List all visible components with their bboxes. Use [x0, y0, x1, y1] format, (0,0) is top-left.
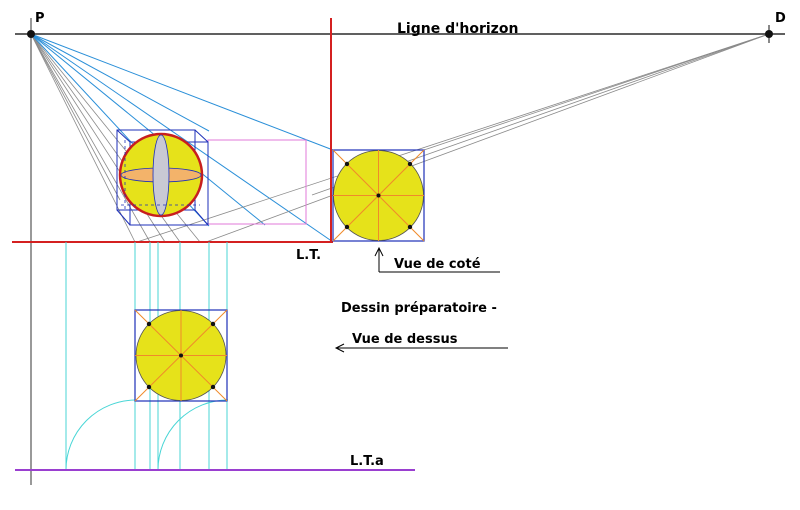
top-view-figure [134, 309, 228, 402]
cube-dashed-edges [121, 140, 200, 210]
side-view-figure [332, 149, 425, 242]
lines-from-vanishing-point-d [136, 33, 770, 243]
point-d-label: D [775, 11, 786, 26]
prep-drawing-label: Dessin préparatoire - [341, 301, 497, 316]
ground-line-label: L.T. [296, 248, 321, 263]
vertical-ellipse [152, 134, 170, 216]
ground-line-a-label: L.T.a [350, 454, 384, 469]
side-view-arrow [374, 246, 500, 273]
grey-projection-lines [30, 33, 201, 243]
top-view-label: Vue de dessus [352, 332, 458, 347]
pink-construction-box [207, 139, 307, 225]
point-p-label: P [35, 11, 45, 26]
top-view-arrow [334, 343, 508, 353]
horizon-label: Ligne d'horizon [397, 21, 518, 37]
point-p-marker [27, 30, 35, 38]
side-view-label: Vue de coté [394, 257, 481, 272]
